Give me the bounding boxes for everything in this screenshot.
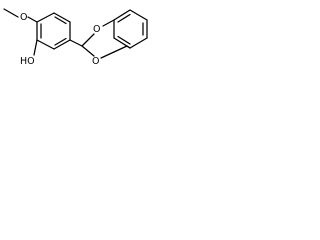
bond <box>81 33 95 47</box>
dioxin-ring: O O <box>81 19 128 67</box>
bond <box>126 45 131 49</box>
structure-diagram: O HO O O <box>3 8 148 67</box>
molecule-canvas: O HO O O <box>0 0 160 78</box>
methoxy-oxygen-label: O <box>20 12 27 23</box>
bond <box>27 16 38 23</box>
bond <box>102 19 115 27</box>
hydroxyl-label: HO <box>20 56 35 67</box>
left-benzene-ring <box>36 12 71 50</box>
hydroxyl-group: HO <box>20 39 38 67</box>
right-benzene-ring <box>113 9 148 49</box>
bond <box>69 39 83 47</box>
bond <box>53 39 71 50</box>
bond <box>113 9 131 21</box>
bond <box>129 9 148 21</box>
bond <box>81 45 95 57</box>
bond <box>3 8 19 18</box>
ring-oxygen-top-label: O <box>93 24 100 35</box>
double-bond-inner <box>117 13 131 23</box>
bond <box>100 51 115 59</box>
bond <box>53 12 71 23</box>
double-bond-inner <box>117 35 131 45</box>
bond <box>129 37 148 49</box>
double-bond-inner <box>54 37 67 46</box>
bond <box>113 45 128 53</box>
methoxy-group: O <box>3 8 38 23</box>
bond <box>36 39 55 50</box>
bond <box>33 39 38 56</box>
double-bond-inner <box>54 16 67 25</box>
ring-oxygen-bottom-label: O <box>92 56 99 67</box>
bond <box>36 12 55 23</box>
